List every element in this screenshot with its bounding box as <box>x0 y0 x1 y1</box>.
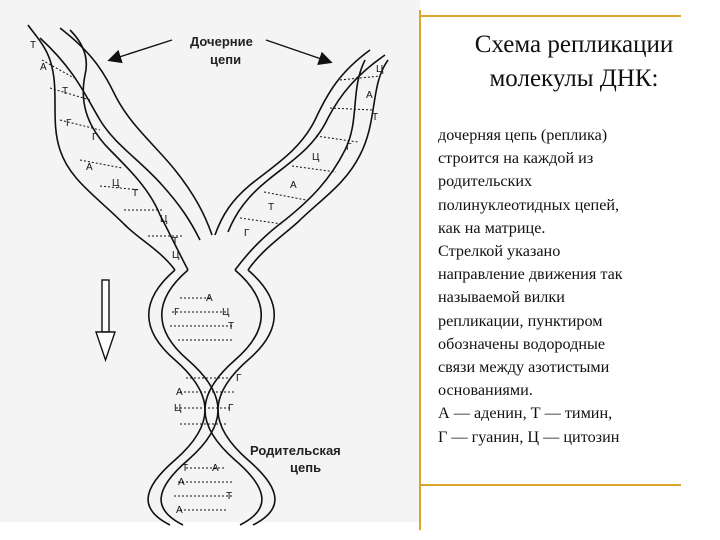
description-line: называемой вилки <box>438 286 714 309</box>
svg-text:Г: Г <box>236 373 242 384</box>
svg-text:Ц: Ц <box>172 250 180 261</box>
description-line: строится на каждой из <box>438 147 714 170</box>
page-title: Схема репликации молекулы ДНК: <box>428 28 720 96</box>
direction-arrow-icon <box>96 280 115 360</box>
svg-text:Ц: Ц <box>112 178 120 189</box>
label-daughter-line2: цепи <box>210 52 241 67</box>
svg-text:Г: Г <box>244 228 250 239</box>
svg-text:Ц: Ц <box>222 307 230 318</box>
right-hydrogen-bonds <box>240 76 380 224</box>
svg-text:А: А <box>86 162 93 173</box>
svg-text:А: А <box>176 387 183 398</box>
svg-text:Т: Т <box>30 40 36 51</box>
svg-text:Т: Т <box>172 236 178 247</box>
description-line: дочерняя цепь (реплика) <box>438 124 714 147</box>
description-text: дочерняя цепь (реплика) строится на кажд… <box>438 124 714 449</box>
label-parent-line2: цепь <box>290 460 321 475</box>
svg-text:Г: Г <box>174 307 180 318</box>
description-line: репликации, пунктиром <box>438 310 714 333</box>
title-line-2: молекулы ДНК: <box>428 62 720 96</box>
svg-text:Г: Г <box>228 403 234 414</box>
svg-text:А: А <box>366 90 373 101</box>
description-line: А — аденин, Т — тимин, <box>438 402 714 425</box>
svg-text:Т: Т <box>62 86 68 97</box>
svg-text:Г: Г <box>66 118 72 129</box>
description-line: Стрелкой указано <box>438 240 714 263</box>
title-line-1: Схема репликации <box>428 28 720 62</box>
svg-text:А: А <box>176 505 183 516</box>
left-daughter-helix <box>28 25 212 270</box>
svg-text:Г: Г <box>92 132 98 143</box>
arrow-to-left-daughter <box>110 40 172 60</box>
right-bases: Ц А Т Г Ц А Т Г <box>244 64 384 239</box>
svg-text:А: А <box>206 293 213 304</box>
accent-vertical-line <box>419 10 421 530</box>
accent-bottom-line <box>419 484 681 486</box>
right-daughter-helix <box>215 50 388 270</box>
svg-text:Т: Т <box>226 491 232 502</box>
svg-text:Т: Т <box>228 321 234 332</box>
svg-text:А: А <box>178 477 185 488</box>
description-line: Г — гуанин, Ц — цитозин <box>438 426 714 449</box>
svg-text:А: А <box>290 180 297 191</box>
label-daughter-line1: Дочерние <box>190 34 253 49</box>
description-line: обозначены водородные <box>438 333 714 356</box>
description-line: как на матрице. <box>438 217 714 240</box>
svg-text:Ц: Ц <box>312 152 320 163</box>
svg-text:Т: Т <box>182 463 188 474</box>
description-line: полинуклеотидных цепей, <box>438 194 714 217</box>
accent-top-line <box>419 15 681 17</box>
svg-text:А: А <box>40 62 47 73</box>
svg-text:А: А <box>212 463 219 474</box>
parent-helix <box>148 270 275 525</box>
svg-text:Т: Т <box>268 202 274 213</box>
label-parent-line1: Родительская <box>250 443 341 458</box>
description-line: направление движения так <box>438 263 714 286</box>
arrow-to-right-daughter <box>266 40 330 62</box>
svg-text:Ц: Ц <box>160 214 168 225</box>
svg-text:Ц: Ц <box>376 64 384 75</box>
description-line: родительских <box>438 170 714 193</box>
svg-text:Ц: Ц <box>174 403 182 414</box>
svg-text:Т: Т <box>372 112 378 123</box>
description-line: связи между азотистыми <box>438 356 714 379</box>
dna-replication-figure: А Г Ц Т Г А Ц Г Т А А Т А <box>0 0 420 540</box>
svg-text:Т: Т <box>132 188 138 199</box>
dna-diagram: А Г Ц Т Г А Ц Г Т А А Т А <box>0 0 420 540</box>
svg-text:Г: Г <box>346 142 352 153</box>
description-line: основаниями. <box>438 379 714 402</box>
